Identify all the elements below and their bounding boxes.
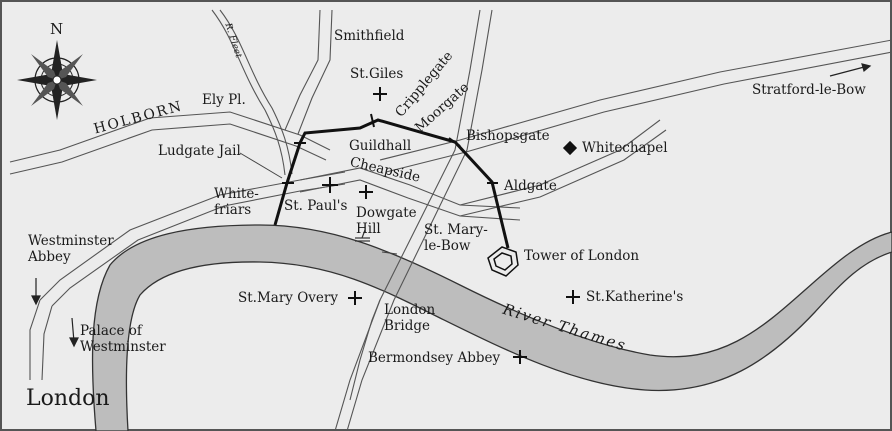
dowgate-steps	[355, 229, 370, 242]
road-holborn	[9, 111, 331, 163]
ludgate-leader	[239, 152, 283, 179]
cross-st-katherines	[566, 290, 580, 304]
compass-north-label: N	[50, 20, 64, 38]
cross-st-mary-le-bow	[359, 185, 373, 199]
aldgate-label: Aldgate	[504, 178, 557, 194]
compass-rose	[17, 40, 97, 120]
ely-place-label: Ely Pl.	[202, 92, 246, 108]
road-cheapside	[299, 167, 521, 209]
dowgate-hill-label: Dowgate Hill	[356, 205, 417, 237]
whitefriars-label: White- friars	[214, 186, 259, 218]
smithfield-label: Smithfield	[334, 28, 405, 44]
cross-bermondsey	[513, 350, 527, 364]
stratford-arrow	[829, 63, 872, 77]
road-bishopsgate	[334, 9, 481, 431]
st-katherines-label: St.Katherine's	[586, 289, 684, 305]
church-crosses	[322, 87, 580, 364]
palace-of-westminster-label: Palace of Westminster	[80, 323, 166, 355]
st-pauls-label: St. Paul's	[284, 198, 348, 214]
river-fleet	[211, 9, 286, 176]
bermondsey-abbey-label: Bermondsey Abbey	[368, 350, 501, 366]
whitechapel-marker	[562, 140, 578, 156]
westminster-abbey-label: Westminster Abbey	[28, 233, 114, 265]
bishopsgate-label: Bishopsgate	[466, 128, 550, 144]
city-wall	[273, 118, 510, 249]
river-thames	[91, 224, 892, 431]
guildhall-label: Guildhall	[349, 138, 412, 154]
city-gates	[282, 113, 498, 184]
ludgate-jail-label: Ludgate Jail	[158, 143, 241, 159]
whitechapel-label: Whitechapel	[582, 140, 668, 156]
st-mary-le-bow-label: St. Mary- le-Bow	[424, 222, 488, 254]
roads	[9, 9, 892, 431]
tower-of-london-marker	[487, 246, 519, 277]
stratford-label: Stratford-le-Bow	[752, 82, 866, 98]
cross-st-mary-overy	[348, 291, 362, 305]
city-name-label: London	[26, 386, 110, 411]
tower-label: Tower of London	[524, 248, 640, 264]
st-mary-overy-label: St.Mary Overy	[238, 290, 338, 306]
road-stratford	[379, 39, 892, 161]
cross-st-pauls	[322, 177, 338, 193]
london-bridge-label: London Bridge	[384, 302, 436, 334]
st-giles-label: St.Giles	[350, 66, 404, 82]
cross-st-giles	[373, 87, 387, 101]
westminster-arrows	[31, 278, 79, 348]
